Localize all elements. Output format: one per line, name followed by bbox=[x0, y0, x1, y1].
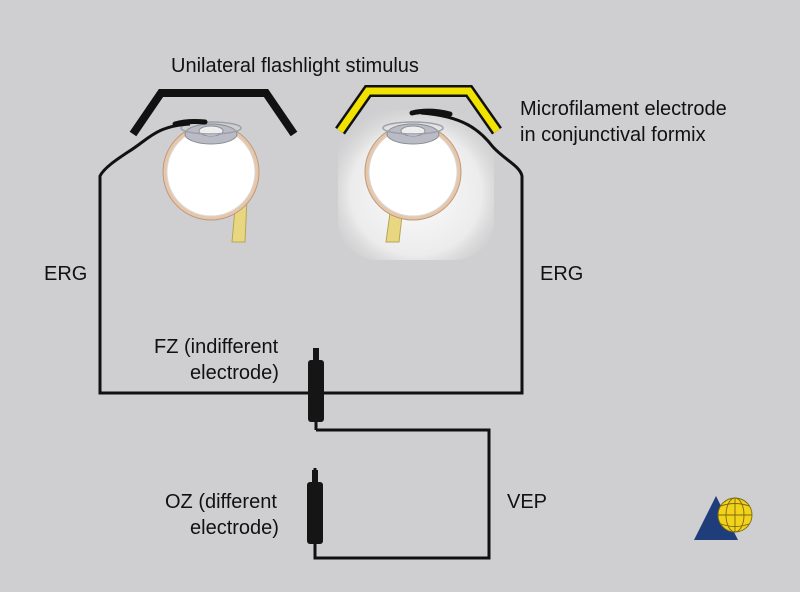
oz-label-line1: OZ (different bbox=[165, 491, 277, 513]
left-erg-wire bbox=[98, 122, 316, 395]
right-eye bbox=[364, 121, 462, 243]
electrode-label-line2: in conjunctival formix bbox=[520, 124, 706, 146]
fz-label-line1: FZ (indifferent bbox=[154, 336, 279, 358]
right-stimulus-light bbox=[337, 87, 500, 134]
triangle-globe-logo bbox=[694, 496, 753, 540]
right-erg-wire bbox=[316, 111, 524, 395]
right-electrode-tip bbox=[409, 108, 453, 117]
left-electrode-tip bbox=[172, 118, 208, 127]
erg-left-label: ERG bbox=[44, 263, 88, 285]
erg-right-label: ERG bbox=[540, 263, 584, 285]
oz-electrode bbox=[307, 470, 323, 544]
stimulus-label: Unilateral flashlight stimulus bbox=[171, 55, 419, 77]
oz-label-line2: electrode) bbox=[190, 517, 279, 539]
vep-label: VEP bbox=[507, 491, 548, 513]
fz-label-line2: electrode) bbox=[190, 362, 279, 384]
left-eye bbox=[162, 121, 260, 243]
vep-wire bbox=[313, 428, 491, 560]
electrode-label-line1: Microfilament electrode bbox=[520, 98, 727, 120]
left-stimulus-shield bbox=[129, 89, 298, 137]
fz-electrode bbox=[308, 348, 324, 422]
